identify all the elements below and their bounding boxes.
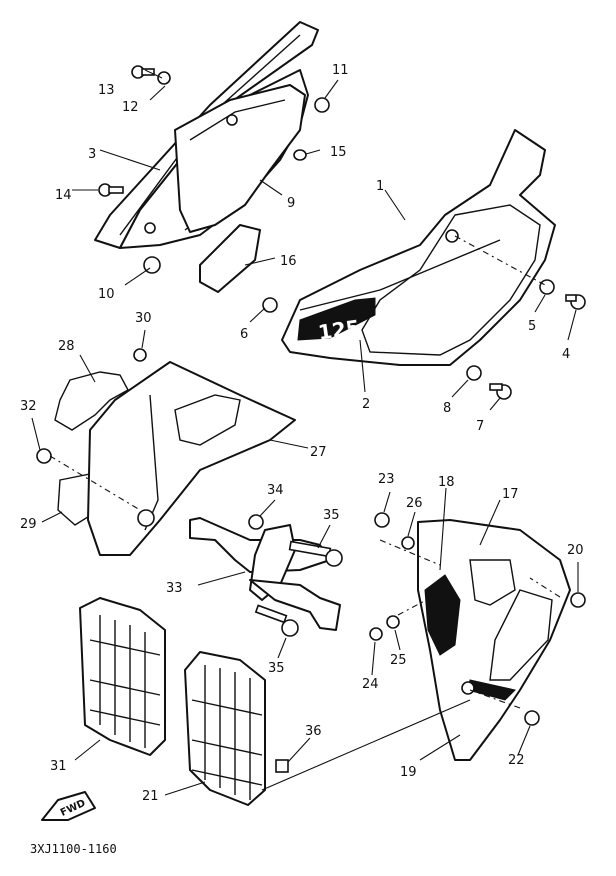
- part-33-bracket: [189, 517, 341, 631]
- callout-numbers: 1 2 3 4 5 6 7 8 9 10 11 12 13 14 15 16 1…: [20, 63, 584, 804]
- part-27-radiator-cover: [87, 361, 296, 556]
- part-28-gasket: [54, 371, 129, 431]
- callout-3: 3: [88, 147, 96, 162]
- callout-4: 4: [562, 347, 570, 362]
- part-31-radiator-guard: [79, 597, 166, 756]
- callout-33: 33: [166, 581, 183, 596]
- callout-5: 5: [528, 319, 536, 334]
- fasteners-upper-left: [98, 65, 330, 274]
- callout-26: 26: [406, 496, 423, 511]
- callout-6: 6: [240, 327, 248, 342]
- callout-12: 12: [122, 100, 139, 115]
- fasteners-right-cover: [262, 229, 586, 400]
- callout-29: 29: [20, 517, 37, 532]
- callout-32: 32: [20, 399, 37, 414]
- callout-19: 19: [400, 765, 417, 780]
- callout-35-upper: 35: [323, 508, 340, 523]
- callout-21: 21: [142, 789, 159, 804]
- callout-31: 31: [50, 759, 67, 774]
- callout-2: 2: [362, 397, 370, 412]
- callout-34: 34: [267, 483, 284, 498]
- callout-36: 36: [305, 724, 322, 739]
- fasteners-right-lower: [369, 512, 586, 726]
- callout-13: 13: [98, 83, 115, 98]
- callout-23: 23: [378, 472, 395, 487]
- bolt-35-upper: [288, 540, 343, 567]
- drawing-code: 3XJ1100-1160: [30, 842, 117, 856]
- bolt-34: [248, 514, 264, 530]
- callout-16: 16: [280, 254, 297, 269]
- callout-24: 24: [362, 677, 379, 692]
- bolt-35-lower: [254, 604, 299, 637]
- callout-30: 30: [135, 311, 152, 326]
- callout-35-lower: 35: [268, 661, 285, 676]
- clip-36: [275, 759, 289, 773]
- callout-10: 10: [98, 287, 115, 302]
- part-21-radiator-guard: [184, 651, 266, 806]
- callout-9: 9: [287, 196, 295, 211]
- callout-11: 11: [332, 63, 349, 78]
- callout-1: 1: [376, 179, 384, 194]
- bolt-30: [133, 348, 147, 362]
- callout-7: 7: [476, 419, 484, 434]
- callout-17: 17: [502, 487, 519, 502]
- part-16-pad: [199, 224, 261, 293]
- leader-lines: [31, 69, 579, 796]
- callout-14: 14: [55, 188, 72, 203]
- callout-28: 28: [58, 339, 75, 354]
- callout-8: 8: [443, 401, 451, 416]
- graphic-125: 125: [317, 315, 362, 345]
- fwd-arrow: FWD: [41, 791, 96, 821]
- callout-15: 15: [330, 145, 347, 160]
- part-9-side-panel: [174, 84, 306, 233]
- part-17-side-cover: [417, 519, 571, 761]
- callout-18: 18: [438, 475, 455, 490]
- bolt-32: [36, 448, 52, 464]
- callout-22: 22: [508, 753, 525, 768]
- callout-20: 20: [567, 543, 584, 558]
- part-1-side-cover: 125: [281, 129, 556, 366]
- callout-25: 25: [390, 653, 407, 668]
- callout-27: 27: [310, 445, 327, 460]
